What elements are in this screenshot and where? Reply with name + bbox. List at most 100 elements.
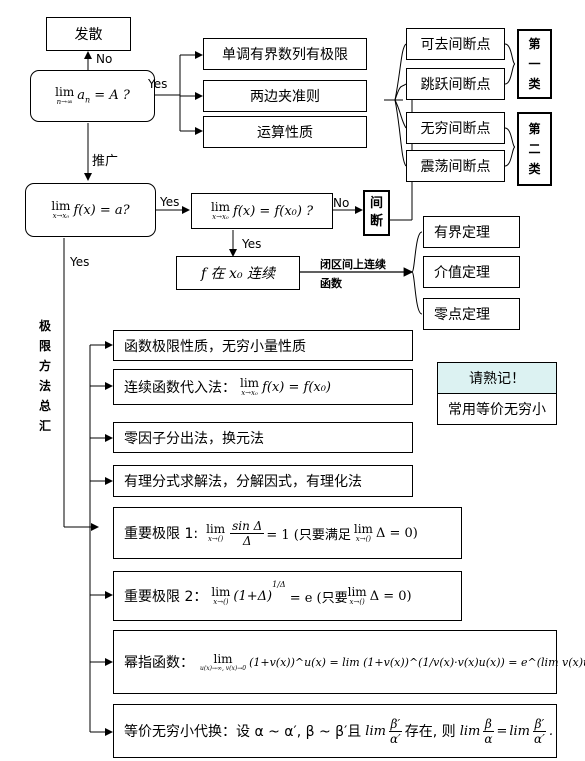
method-label: 重要极限 1: <box>124 526 199 542</box>
first-kind-tag: 第一类 <box>517 29 552 99</box>
discontinuity-label: 间断 <box>369 196 383 229</box>
no-label-top: No <box>96 52 113 66</box>
ei-lim-2: lim <box>459 723 481 739</box>
second-kind-label: 第二类 <box>528 122 541 176</box>
criterion-squeeze: 两边夹准则 <box>203 80 367 112</box>
continuous-node: f 在 x₀ 连续 <box>176 256 300 290</box>
method-label: 幂指函数： <box>124 655 194 671</box>
diverge-box: 发散 <box>46 17 131 51</box>
methods-summary-label: 极限方法总汇 <box>38 319 51 433</box>
ei-frac-3: β′α′ <box>532 716 547 746</box>
subst-lim-sub: x→x₀ <box>241 389 258 397</box>
func-limit-expression: f(x) = a? <box>73 202 130 218</box>
ei-lim-3: lim <box>509 723 531 739</box>
ei-exists: 存在, 则 <box>404 724 456 740</box>
pe-formula: (1+v(x))^u(x) = lim (1+v(x))^(1/v(x)·v(x… <box>249 655 585 669</box>
method-equivalent-infinitesimal: 等价无穷小代换：设 α ~ α′, β ~ β′且 lim β′α′ 存在, 则… <box>113 704 557 758</box>
method-label: 等价无穷小代换：设 α ~ α′, β ~ β′且 <box>124 724 362 740</box>
second-kind-tag: 第二类 <box>517 112 552 186</box>
yes-label-func: Yes <box>160 195 180 209</box>
generalize-label: 推广 <box>92 154 119 169</box>
oscillating-discontinuity: 震荡间断点 <box>406 150 505 182</box>
ei-eq: = <box>496 723 508 739</box>
notice-title-text: 请熟记！ <box>469 371 525 387</box>
no-label-continuity: No <box>333 196 350 210</box>
removable-discontinuity: 可去间断点 <box>406 28 505 60</box>
kind-label: 无穷间断点 <box>420 121 491 137</box>
continuity-expression: f(x) = f(x₀) ? <box>233 203 314 219</box>
criterion-label: 两边夹准则 <box>250 89 320 105</box>
seq-limit-expression: an = A ? <box>77 87 130 105</box>
il1-tail: Δ = 0) <box>375 525 418 541</box>
method-limit-properties: 函数极限性质，无穷小量性质 <box>113 330 413 361</box>
method-label: 零因子分出法，换元法 <box>124 430 264 447</box>
criterion-label: 运算性质 <box>257 125 313 141</box>
kind-label: 可去间断点 <box>420 37 491 53</box>
il1-lim-sub: x→() <box>207 535 224 543</box>
il2-exponent: 1/Δ <box>272 580 286 589</box>
notice-body-text: 常用等价无穷小 <box>448 402 546 418</box>
criterion-monotone-bounded: 单调有界数列有极限 <box>203 38 367 70</box>
subst-formula: f(x) = f(x₀) <box>262 379 332 395</box>
yes-label-continuous: Yes <box>242 237 262 251</box>
pe-lim-sub: u(x)→∞, v(x)→0 <box>200 664 247 672</box>
func-lim-sub: x→x₀ <box>52 212 70 220</box>
il2-base: (1+Δ) <box>233 588 273 604</box>
ei-frac-1: β′α′ <box>388 716 403 746</box>
kind-label: 震荡间断点 <box>420 159 491 175</box>
first-kind-label: 第一类 <box>528 37 541 91</box>
method-label: 有理分式求解法，分解因式，有理化法 <box>124 474 362 490</box>
discontinuity-node: 间断 <box>363 190 390 236</box>
theorem-label: 介值定理 <box>434 265 490 281</box>
theorem-intermediate-value: 介值定理 <box>423 256 520 288</box>
il2-rhs: = e (只要 <box>289 590 348 606</box>
closed-interval-label: 闭区间上连续函数 <box>320 255 386 293</box>
notice-body: 常用等价无穷小 <box>437 393 557 425</box>
cont-lim-sub: x→x₀ <box>212 213 229 221</box>
yes-label-methods: Yes <box>70 255 90 269</box>
diverge-label: 发散 <box>74 27 103 43</box>
seq-lim-sub: n→∞ <box>56 98 73 106</box>
jump-discontinuity: 跳跃间断点 <box>406 68 505 100</box>
infinite-discontinuity: 无穷间断点 <box>406 112 505 144</box>
method-label: 重要极限 2： <box>124 589 208 605</box>
theorem-zero-point: 零点定理 <box>423 298 520 330</box>
interval-text: 闭区间上连续函数 <box>320 258 386 290</box>
method-rational-fraction: 有理分式求解法，分解因式，有理化法 <box>113 465 413 497</box>
il2-tail: Δ = 0) <box>369 588 412 604</box>
il1-rhs: = 1 (只要满足 <box>266 527 351 543</box>
method-label: 函数极限性质，无穷小量性质 <box>124 338 306 355</box>
notice-title: 请熟记！ <box>437 362 557 394</box>
theorem-bounded: 有界定理 <box>423 216 520 248</box>
yes-label-top: Yes <box>148 77 168 91</box>
theorem-label: 有界定理 <box>434 225 490 241</box>
continuous-label: f 在 x₀ 连续 <box>200 266 276 282</box>
method-label: 连续函数代入法： <box>124 380 236 396</box>
ei-period: . <box>548 723 553 739</box>
kind-label: 跳跃间断点 <box>420 77 491 93</box>
method-zero-factor: 零因子分出法，换元法 <box>113 422 413 453</box>
criterion-operations: 运算性质 <box>203 116 367 148</box>
theorem-label: 零点定理 <box>434 307 490 323</box>
ei-lim-1: lim <box>365 723 386 739</box>
